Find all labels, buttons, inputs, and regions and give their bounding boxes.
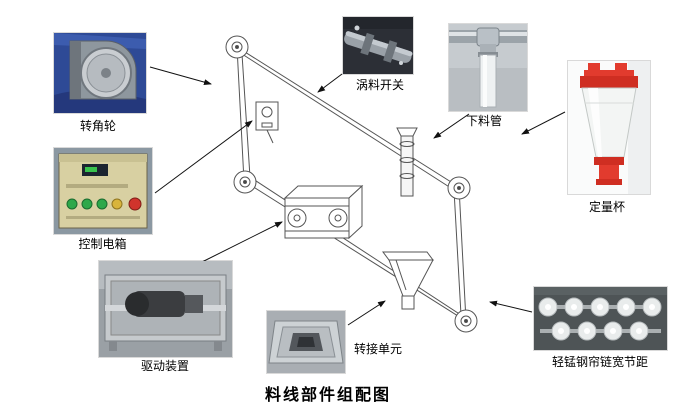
photo-corner-wheel — [54, 33, 146, 113]
label-chain: 轻锰钢帘链宽节距 — [551, 355, 648, 369]
page-title: 料线部件组配图 — [264, 387, 391, 404]
arrow-feed-switch — [317, 73, 343, 93]
hopper-drawing — [382, 251, 434, 310]
photo-feed-switch — [343, 17, 413, 74]
transfer-unit-graphic — [267, 311, 345, 373]
arrow-chain — [489, 300, 533, 313]
photo-control-box — [54, 148, 152, 234]
photo-drop-pipe — [449, 24, 527, 111]
arrow-drive-unit — [201, 221, 283, 263]
label-control-box: 控制电箱 — [78, 237, 127, 251]
arrow-transfer-unit — [347, 300, 386, 326]
arrow-corner-wheel — [149, 66, 212, 86]
label-transfer-unit: 转接单元 — [353, 342, 402, 356]
control-box-graphic — [54, 148, 152, 234]
label-feed-switch: 涡料开关 — [355, 78, 404, 92]
measuring-cup-graphic — [568, 61, 650, 194]
corner-wheel-graphic — [54, 33, 146, 113]
photo-chain — [534, 287, 667, 350]
feed-switch-graphic — [343, 17, 413, 74]
drive-unit-drawing — [283, 184, 364, 240]
sensor-box-drawing — [255, 101, 279, 144]
chain-graphic — [534, 287, 667, 350]
arrow-measuring-cup — [521, 111, 566, 135]
photo-transfer-unit — [267, 311, 345, 373]
label-drop-pipe: 下料管 — [465, 114, 502, 128]
photo-measuring-cup — [568, 61, 650, 194]
drive-unit-graphic — [99, 261, 232, 357]
label-corner-wheel: 转角轮 — [79, 119, 116, 133]
label-drive-unit: 驱动装置 — [140, 359, 189, 373]
drop-tube-drawing — [396, 127, 418, 197]
arrow-control-box — [154, 120, 253, 194]
drop-pipe-graphic — [449, 24, 527, 111]
label-measuring-cup: 定量杯 — [588, 200, 625, 214]
photo-drive-unit — [99, 261, 232, 357]
